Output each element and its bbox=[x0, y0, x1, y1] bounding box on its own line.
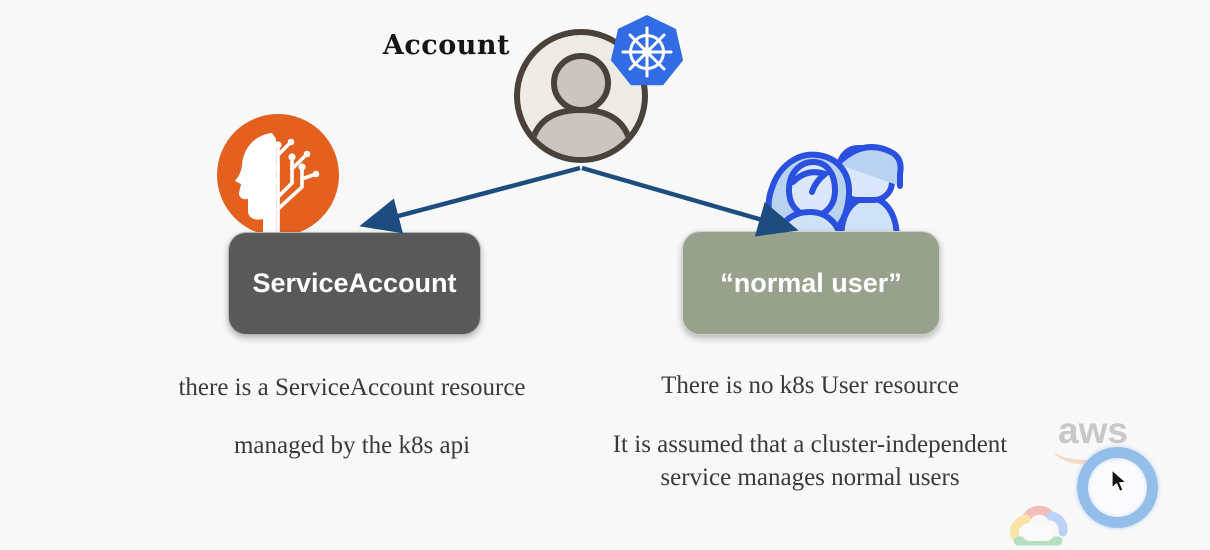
ai-brain-head-icon bbox=[217, 114, 339, 237]
normal-user-note-line2: It is assumed that a cluster-independent bbox=[612, 431, 1008, 458]
account-avatar-icon bbox=[514, 29, 648, 163]
normal-user-box: “normal user” bbox=[682, 231, 940, 335]
normal-user-box-label: “normal user” bbox=[720, 267, 902, 298]
kubernetes-icon bbox=[610, 15, 684, 86]
serviceaccount-box: ServiceAccount bbox=[228, 232, 481, 335]
normal-user-note-line3: service manages normal users bbox=[660, 464, 960, 491]
mouse-cursor-icon bbox=[1111, 469, 1128, 493]
normal-users-icon bbox=[765, 144, 904, 240]
google-cloud-icon bbox=[1010, 505, 1068, 546]
click-highlight-ring bbox=[1077, 447, 1158, 528]
normal-user-note-line1: There is no k8s User resource bbox=[661, 372, 959, 399]
serviceaccount-note-line2: managed by the k8s api bbox=[233, 432, 471, 459]
serviceaccount-box-label: ServiceAccount bbox=[252, 268, 457, 298]
serviceaccount-note-line1: there is a ServiceAccount resource bbox=[178, 374, 526, 401]
account-node-label: Account bbox=[382, 30, 510, 61]
